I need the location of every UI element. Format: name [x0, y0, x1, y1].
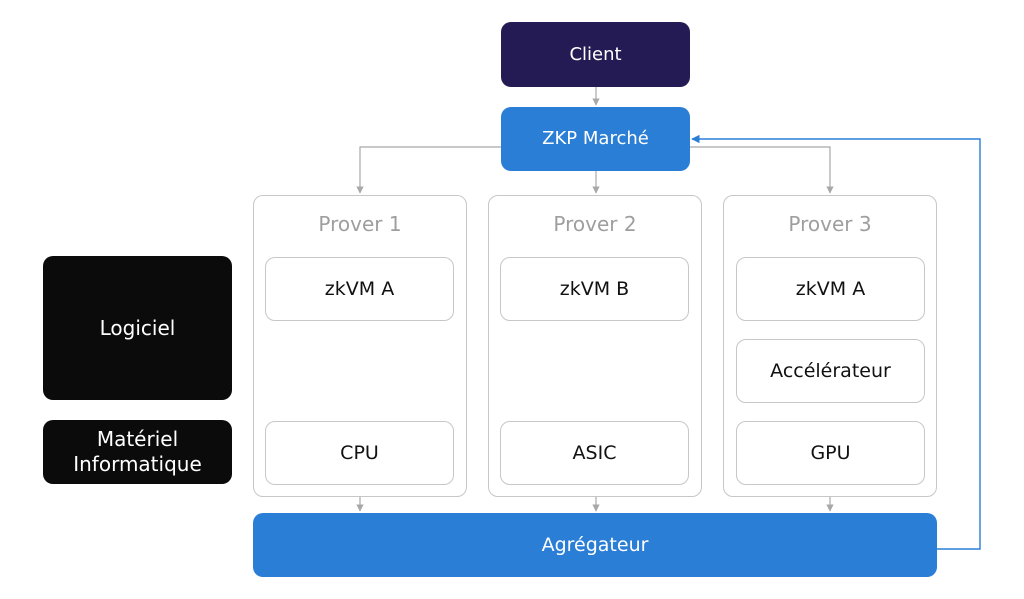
hardware-box-label: CPU	[340, 442, 379, 464]
zkvm-box: zkVM B	[500, 257, 689, 321]
hardware-box: ASIC	[500, 421, 689, 485]
client-node: Client	[501, 22, 690, 87]
arrow-market-to-prover-1	[356, 146, 501, 194]
hardware-box-label: ASIC	[572, 442, 617, 464]
hardware-layer-label: Matériel Informatique	[43, 420, 232, 484]
hardware-box: GPU	[736, 421, 925, 485]
software-layer-label: Logiciel	[43, 256, 232, 400]
arrow-market-to-prover-3	[690, 146, 834, 194]
prover-title: Prover 2	[553, 212, 637, 236]
prover-1: Prover 1 zkVM A CPU	[253, 195, 467, 497]
hardware-label: Matériel Informatique	[73, 427, 202, 476]
zkvm-label: zkVM B	[559, 278, 630, 300]
accelerator-label: Accélérateur	[770, 360, 891, 382]
market-label: ZKP Marché	[542, 128, 649, 150]
software-label: Logiciel	[99, 315, 176, 340]
aggregator-node: Agrégateur	[253, 513, 937, 577]
aggregator-label: Agrégateur	[541, 534, 649, 556]
arrow-aggregator-to-market	[691, 134, 981, 550]
zkvm-label: zkVM A	[324, 278, 395, 300]
zkvm-box: zkVM A	[265, 257, 454, 321]
zkvm-label: zkVM A	[795, 278, 866, 300]
prover-title: Prover 3	[788, 212, 872, 236]
client-label: Client	[569, 43, 622, 65]
accelerator-box: Accélérateur	[736, 339, 925, 403]
prover-3: Prover 3 zkVM A Accélérateur GPU	[723, 195, 937, 497]
zkp-market-node: ZKP Marché	[501, 107, 690, 171]
prover-title: Prover 1	[318, 212, 402, 236]
hardware-box-label: GPU	[810, 442, 851, 464]
hardware-box: CPU	[265, 421, 454, 485]
prover-2: Prover 2 zkVM B ASIC	[488, 195, 702, 497]
zkvm-box: zkVM A	[736, 257, 925, 321]
